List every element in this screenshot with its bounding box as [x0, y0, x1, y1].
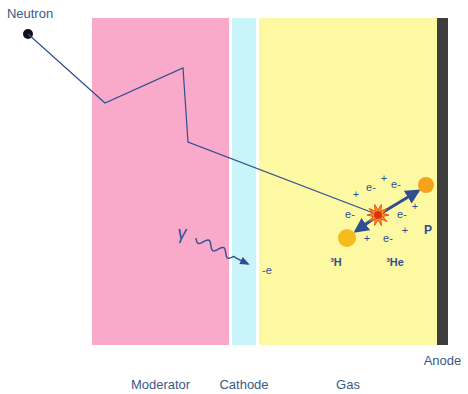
charge-label: e-	[366, 182, 376, 193]
charge-label: +	[364, 233, 370, 244]
triton-particle	[338, 229, 356, 247]
layer-label: Moderator	[131, 377, 190, 392]
charge-label: e-	[397, 209, 407, 220]
separator-line	[229, 18, 232, 345]
charge-label: e-	[345, 209, 355, 220]
reaction-core	[374, 211, 382, 219]
gamma-wave	[196, 238, 248, 264]
particle-name: ³He	[386, 257, 404, 268]
layer-band: Anode	[437, 18, 448, 345]
layer-band: Gas	[259, 18, 437, 345]
layer-band: Moderator	[92, 18, 229, 345]
layer-band: Cathode	[232, 18, 256, 345]
particle-name: P	[424, 224, 432, 236]
charge-label: +	[412, 201, 418, 212]
charge-label: +	[353, 189, 359, 200]
electron-label: -e	[262, 265, 272, 276]
layer-label: Anode	[424, 353, 462, 368]
charge-label: +	[402, 225, 408, 236]
separator-line	[256, 18, 259, 345]
layer-label: Cathode	[219, 377, 268, 392]
particle-name: Neutron	[7, 7, 53, 20]
particle-name: ³H	[330, 257, 342, 268]
gamma-symbol: γ	[178, 224, 187, 242]
charge-label: +	[381, 173, 387, 184]
reaction-burst	[367, 205, 389, 226]
neutron-path	[28, 34, 376, 214]
charge-label: e-	[391, 179, 401, 190]
charge-label: e-	[383, 233, 393, 244]
proton-particle	[418, 177, 434, 193]
layer-label: Gas	[336, 377, 360, 392]
